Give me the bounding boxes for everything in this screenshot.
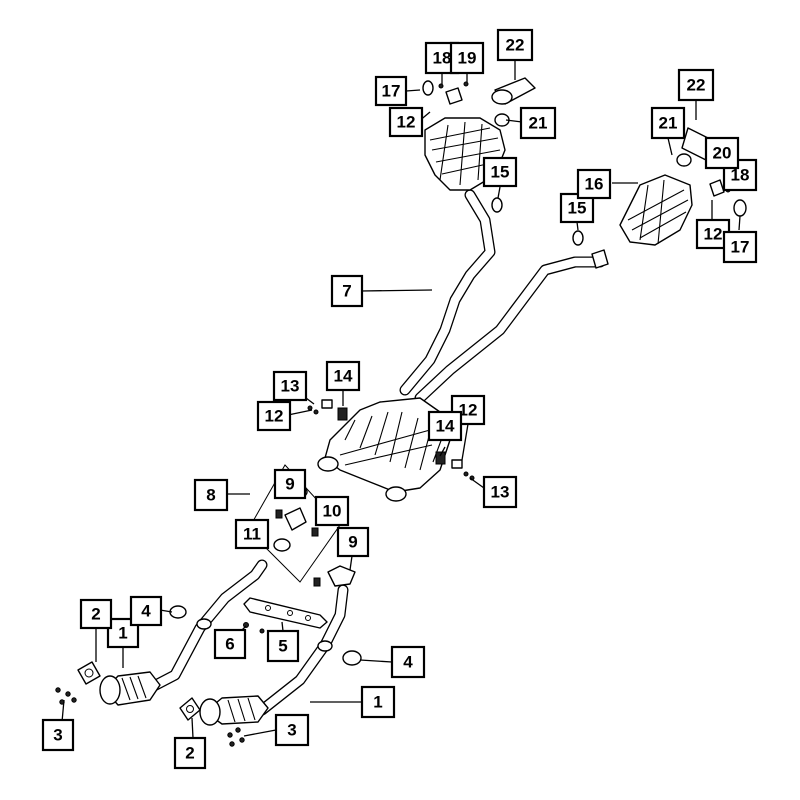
svg-text:15: 15 xyxy=(491,163,510,182)
callout-12-rear-left: 12 xyxy=(388,106,424,138)
callout-12-center-left: 12 xyxy=(256,400,292,432)
flange-kit-box xyxy=(247,464,341,583)
svg-text:11: 11 xyxy=(243,525,261,544)
callout-11: 11 xyxy=(234,518,270,550)
callout-13-center-left: 13 xyxy=(272,370,308,402)
bracket xyxy=(243,597,328,629)
svg-text:7: 7 xyxy=(342,282,351,301)
svg-text:13: 13 xyxy=(491,483,510,502)
callout-7: 7 xyxy=(330,274,364,308)
rear-left-tip-parts xyxy=(422,77,536,213)
callout-19: 19 xyxy=(449,41,485,75)
svg-text:14: 14 xyxy=(436,417,455,436)
svg-text:10: 10 xyxy=(323,502,342,521)
gasket-left xyxy=(77,661,101,685)
callout-3-left: 3 xyxy=(41,718,75,752)
svg-text:3: 3 xyxy=(53,726,62,745)
svg-text:19: 19 xyxy=(458,49,477,68)
gasket-right xyxy=(179,697,201,721)
callout-22-rear-right: 22 xyxy=(677,68,715,102)
svg-text:3: 3 xyxy=(287,721,296,740)
callout-21-rear-left: 21 xyxy=(519,106,557,140)
callout-13-center-right: 13 xyxy=(482,475,518,509)
callout-8: 8 xyxy=(193,478,229,512)
svg-text:4: 4 xyxy=(141,602,151,621)
svg-text:16: 16 xyxy=(585,175,604,194)
callout-9-lower: 9 xyxy=(336,526,370,558)
svg-text:12: 12 xyxy=(265,407,284,426)
svg-text:2: 2 xyxy=(185,744,194,763)
clamp-left xyxy=(169,605,212,630)
callout-9-upper: 9 xyxy=(273,468,307,500)
leader-lines xyxy=(61,60,741,739)
callout-17-rear-right: 17 xyxy=(722,230,758,264)
svg-text:12: 12 xyxy=(397,113,416,132)
svg-text:18: 18 xyxy=(731,166,750,185)
callout-17-rear-left: 17 xyxy=(374,75,408,107)
svg-text:14: 14 xyxy=(334,367,353,386)
svg-text:17: 17 xyxy=(382,82,401,101)
svg-text:21: 21 xyxy=(529,114,548,133)
callout-4-right: 4 xyxy=(390,645,426,679)
callout-3-right: 3 xyxy=(274,713,310,747)
svg-text:8: 8 xyxy=(206,486,215,505)
center-hangers xyxy=(307,399,475,481)
callout-2-left: 2 xyxy=(79,598,113,630)
center-muffler xyxy=(317,397,451,502)
rear-right-muffler xyxy=(619,174,693,246)
callout-5: 5 xyxy=(266,629,300,663)
catalytic-converter-right xyxy=(199,695,269,726)
svg-text:5: 5 xyxy=(278,637,287,656)
callout-15-rear-right: 15 xyxy=(559,192,595,224)
svg-text:1: 1 xyxy=(118,624,127,643)
fastener xyxy=(243,622,265,634)
svg-text:9: 9 xyxy=(285,475,294,494)
callout-16: 16 xyxy=(576,168,612,200)
catalytic-converter-left xyxy=(99,671,161,706)
callout-4-left: 4 xyxy=(129,595,163,627)
svg-text:2: 2 xyxy=(91,605,100,624)
svg-text:21: 21 xyxy=(659,114,678,133)
studs-right xyxy=(227,727,245,747)
svg-text:17: 17 xyxy=(731,238,750,257)
svg-text:15: 15 xyxy=(568,199,587,218)
svg-text:18: 18 xyxy=(433,49,452,68)
callout-20: 20 xyxy=(704,136,740,170)
callout-2-right: 2 xyxy=(173,736,207,770)
svg-text:22: 22 xyxy=(687,76,706,95)
svg-text:13: 13 xyxy=(281,377,300,396)
svg-text:4: 4 xyxy=(403,653,413,672)
svg-text:9: 9 xyxy=(348,533,357,552)
callout-1-right: 1 xyxy=(360,685,396,719)
callout-15-rear-left: 15 xyxy=(482,156,518,188)
callout-14-center-left: 14 xyxy=(325,360,361,392)
svg-text:20: 20 xyxy=(713,144,732,163)
flange-lower xyxy=(313,565,356,587)
svg-text:1: 1 xyxy=(373,693,382,712)
callout-10: 10 xyxy=(314,495,350,527)
svg-text:12: 12 xyxy=(459,401,478,420)
callout-22-rear-left: 22 xyxy=(496,28,534,62)
svg-text:22: 22 xyxy=(506,36,525,55)
svg-text:6: 6 xyxy=(225,635,234,654)
clamp-right xyxy=(317,640,362,666)
callout-14-center-right: 14 xyxy=(427,410,463,442)
callout-6: 6 xyxy=(213,628,247,660)
svg-text:12: 12 xyxy=(704,225,723,244)
callout-21-rear-right: 21 xyxy=(650,106,686,140)
studs-left xyxy=(55,687,77,705)
callout-1-left: 1 xyxy=(106,617,140,649)
